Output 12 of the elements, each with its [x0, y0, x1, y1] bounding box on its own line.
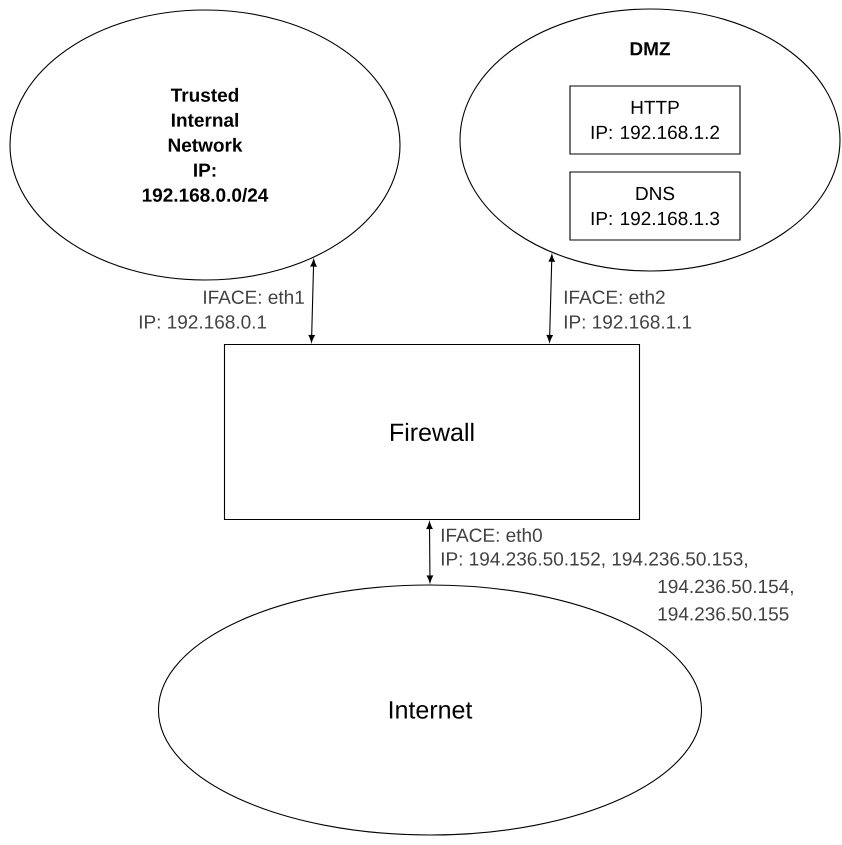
- interface-label: IP: 194.236.50.152, 194.236.50.153, 194.236.50.154, 194.236.50.155: [442, 552, 793, 621]
- interface-label: IP: 192.168.0.1: [140, 315, 266, 329]
- interface-label: IFACE: eth1: [204, 290, 304, 304]
- interface-label: IFACE: eth2: [564, 290, 665, 304]
- arrow: [308, 259, 317, 342]
- firewall-box: Firewall: [224, 344, 640, 520]
- arrow: [426, 522, 433, 583]
- interface-label: IFACE: eth0: [442, 528, 542, 542]
- arrow: [546, 254, 555, 342]
- interface-label: IP: 192.168.1.1: [564, 315, 692, 329]
- server-box: DNS IP: 192.168.1.3: [569, 171, 741, 241]
- server-box: HTTP IP: 192.168.1.2: [569, 85, 741, 155]
